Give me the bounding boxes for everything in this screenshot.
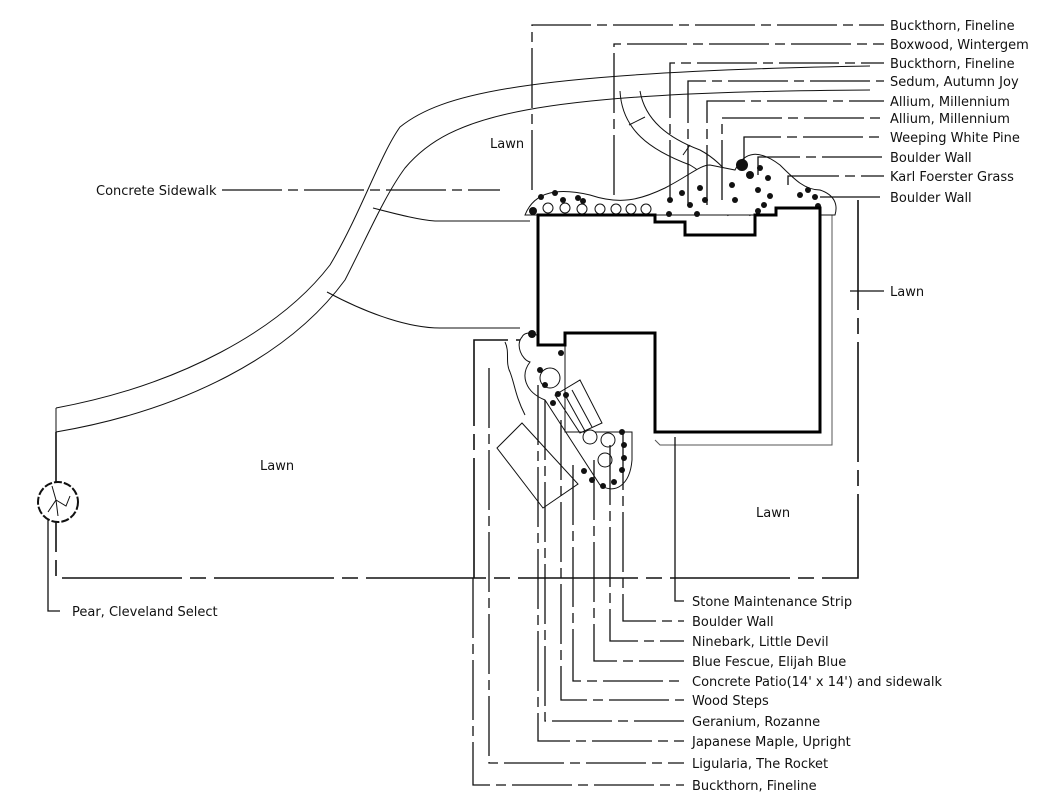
- label-right-1: Boxwood, Wintergem: [890, 38, 1029, 53]
- label-right-0: Buckthorn, Fineline: [890, 19, 1015, 34]
- house-footprint: [536, 206, 822, 434]
- bottom-leaders: [472, 368, 684, 786]
- back-planting-bed: [496, 330, 633, 509]
- label-bottom-1: Boulder Wall: [692, 615, 774, 630]
- label-right-3: Sedum, Autumn Joy: [890, 75, 1019, 90]
- label-right-10: Lawn: [890, 285, 924, 300]
- label-right-4: Allium, Millennium: [890, 95, 1010, 110]
- label-bottom-2: Ninebark, Little Devil: [692, 635, 829, 650]
- label-bottom-5: Wood Steps: [692, 694, 769, 709]
- label-bottom-9: Buckthorn, Fineline: [692, 779, 817, 794]
- label-right-7: Boulder Wall: [890, 151, 972, 166]
- label-right-5: Allium, Millennium: [890, 112, 1010, 127]
- label-bottom-3: Blue Fescue, Elijah Blue: [692, 655, 846, 670]
- label-bottom-0: Stone Maintenance Strip: [692, 595, 852, 610]
- label-bottom-8: Ligularia, The Rocket: [692, 757, 828, 772]
- lawn-label-west: Lawn: [260, 459, 294, 474]
- label-pear-cleveland-select: Pear, Cleveland Select: [72, 605, 218, 620]
- pear-tree-symbol: [37, 481, 79, 523]
- lawn-label-north: Lawn: [490, 137, 524, 152]
- lawn-label-south: Lawn: [756, 506, 790, 521]
- label-right-8: Karl Foerster Grass: [890, 170, 1014, 185]
- concrete-patio: [496, 422, 579, 509]
- right-leaders: [531, 24, 884, 292]
- label-bottom-4: Concrete Patio(14' x 14') and sidewalk: [692, 675, 942, 690]
- label-right-9: Boulder Wall: [890, 191, 972, 206]
- left-leaders: [47, 189, 500, 612]
- label-concrete-sidewalk: Concrete Sidewalk: [96, 184, 217, 199]
- label-bottom-6: Geranium, Rozanne: [692, 715, 820, 730]
- label-right-6: Weeping White Pine: [890, 131, 1020, 146]
- concrete-sidewalk: [55, 65, 871, 433]
- label-right-2: Buckthorn, Fineline: [890, 57, 1015, 72]
- label-bottom-7: Japanese Maple, Upright: [691, 735, 851, 750]
